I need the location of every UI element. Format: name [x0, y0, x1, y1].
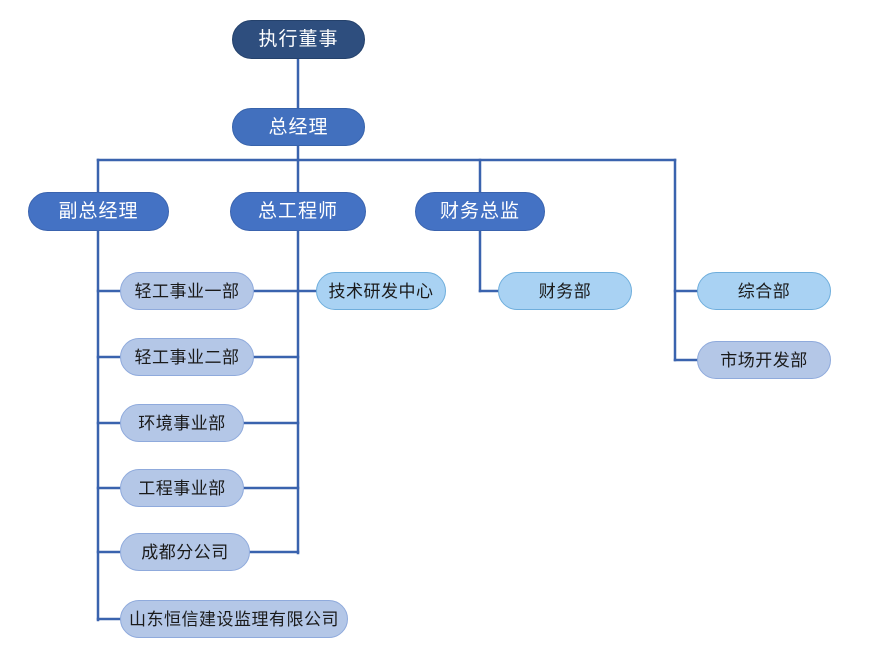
node-light-industry-div-2-label: 轻工事业二部: [134, 347, 240, 367]
node-chengdu-branch-label: 成都分公司: [141, 542, 229, 562]
node-tech-rd-center[interactable]: 技术研发中心: [316, 272, 446, 310]
node-environment-div-label: 环境事业部: [138, 413, 226, 433]
node-deputy-general-manager[interactable]: 副总经理: [28, 192, 169, 231]
node-shandong-hengxin-label: 山东恒信建设监理有限公司: [129, 609, 339, 629]
node-chief-engineer[interactable]: 总工程师: [230, 192, 366, 231]
node-finance-director-label: 财务总监: [439, 201, 520, 222]
node-shandong-hengxin[interactable]: 山东恒信建设监理有限公司: [120, 600, 348, 638]
node-light-industry-div-1-label: 轻工事业一部: [134, 281, 240, 301]
node-engineering-div-label: 工程事业部: [138, 478, 226, 498]
node-general-affairs-dept[interactable]: 综合部: [697, 272, 831, 310]
node-general-affairs-dept-label: 综合部: [737, 281, 791, 301]
node-chief-engineer-label: 总工程师: [257, 201, 338, 222]
node-chengdu-branch[interactable]: 成都分公司: [120, 533, 250, 571]
node-light-industry-div-2[interactable]: 轻工事业二部: [120, 338, 254, 376]
node-finance-director[interactable]: 财务总监: [415, 192, 545, 231]
node-market-development-dept-label: 市场开发部: [720, 350, 808, 370]
node-executive-director[interactable]: 执行董事: [232, 20, 365, 59]
node-general-manager[interactable]: 总经理: [232, 108, 365, 146]
node-engineering-div[interactable]: 工程事业部: [120, 469, 244, 507]
node-finance-dept-label: 财务部: [538, 281, 592, 301]
node-market-development-dept[interactable]: 市场开发部: [697, 341, 831, 379]
node-finance-dept[interactable]: 财务部: [498, 272, 632, 310]
node-light-industry-div-1[interactable]: 轻工事业一部: [120, 272, 254, 310]
node-executive-director-label: 执行董事: [258, 29, 339, 50]
node-environment-div[interactable]: 环境事业部: [120, 404, 244, 442]
node-tech-rd-center-label: 技术研发中心: [328, 281, 434, 301]
node-deputy-general-manager-label: 副总经理: [58, 201, 139, 222]
node-general-manager-label: 总经理: [268, 116, 329, 138]
